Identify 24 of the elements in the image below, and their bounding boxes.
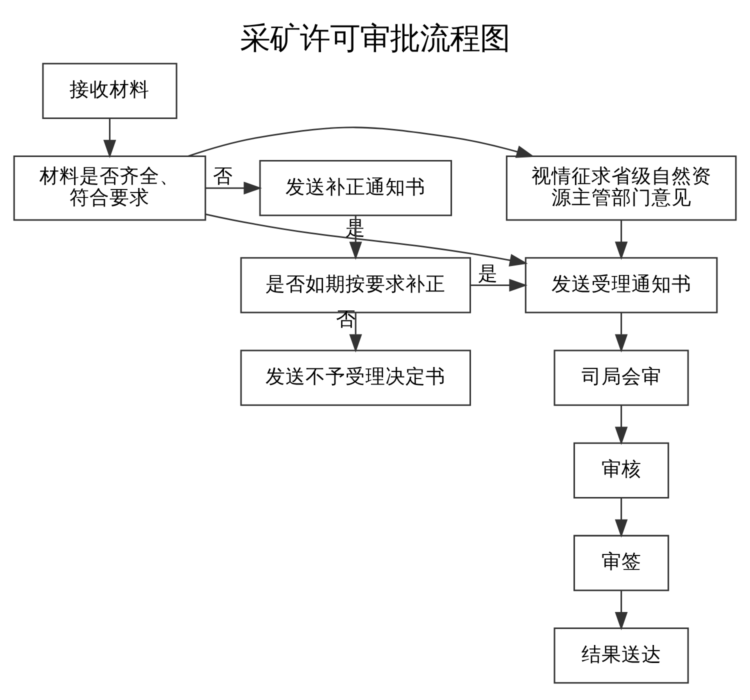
node-box: 接收材料: [42, 62, 178, 119]
arrow: [614, 590, 628, 630]
diagram-title: 采矿许可审批流程图: [240, 20, 510, 56]
node-box: 发送不予受理决定书: [240, 349, 471, 406]
arrow: [205, 212, 528, 266]
node-box: 审签: [573, 534, 670, 591]
arrow: [188, 126, 535, 158]
node-box: 审核: [573, 442, 670, 498]
arrow: [614, 404, 628, 445]
node-box: 材料是否齐全、符合要求: [13, 154, 206, 220]
arrow: [206, 181, 262, 194]
arrow: [614, 220, 628, 260]
node-box: 结果送达: [554, 627, 689, 684]
node-box: 视情征求省级自然资源主管部门意见: [506, 154, 737, 220]
node-box: 发送受理通知书: [524, 256, 718, 313]
edge-label: 否: [212, 164, 233, 188]
arrow: [614, 312, 628, 352]
arrow: [470, 278, 528, 292]
edge-label: 是: [478, 261, 498, 284]
node-box: 司局会审: [554, 349, 689, 406]
node-box: 发送补正通知书: [259, 160, 452, 216]
arrow: [614, 497, 628, 538]
arrow: [103, 118, 116, 158]
arrow: [349, 312, 362, 352]
